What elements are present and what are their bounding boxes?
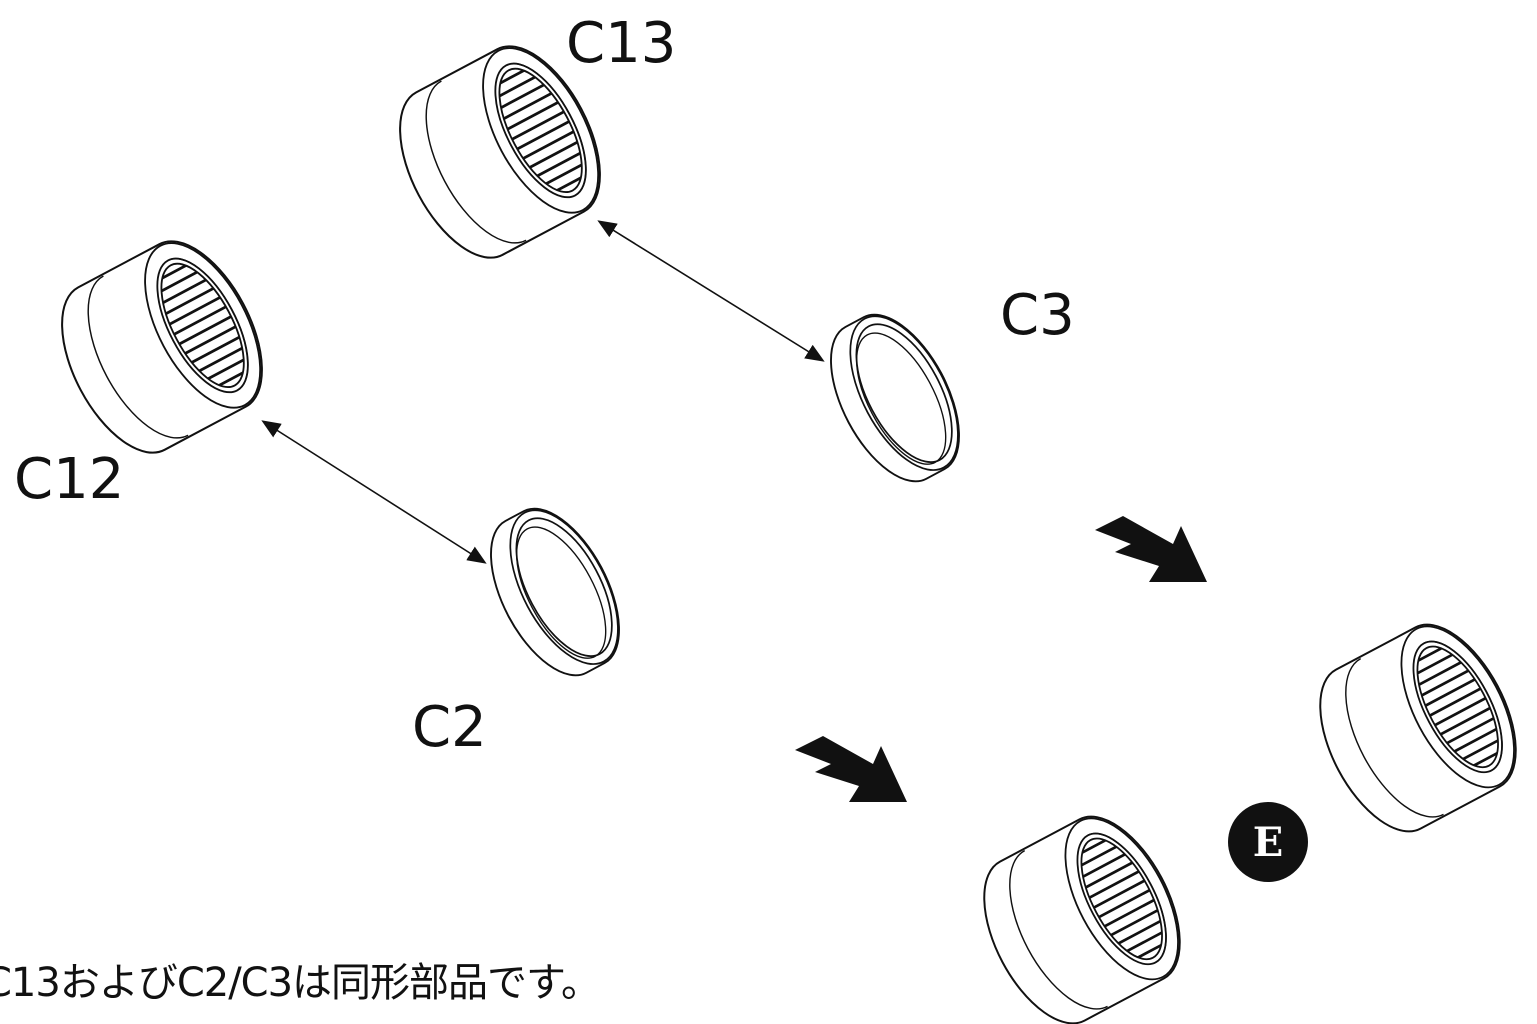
note-text: C13およびC2/C3は同形部品です。	[0, 960, 601, 1006]
step-badge-label: E	[1252, 818, 1284, 866]
bearing-assembled-left	[960, 798, 1203, 1024]
connector-c13-c3	[597, 220, 825, 362]
step-badge: E	[1228, 802, 1308, 882]
arrow-icon	[795, 736, 907, 802]
ring-c3	[807, 296, 983, 500]
label-c12: C12	[14, 447, 125, 512]
bearing-c12	[38, 223, 287, 472]
ring-c2	[467, 490, 643, 694]
label-c13: C13	[566, 11, 677, 76]
arrow-icon	[1095, 516, 1207, 582]
bearing-assembled-right	[1296, 606, 1537, 849]
connector-c12-c2	[261, 420, 487, 564]
label-c3: C3	[1000, 283, 1075, 348]
label-c2: C2	[412, 695, 487, 760]
